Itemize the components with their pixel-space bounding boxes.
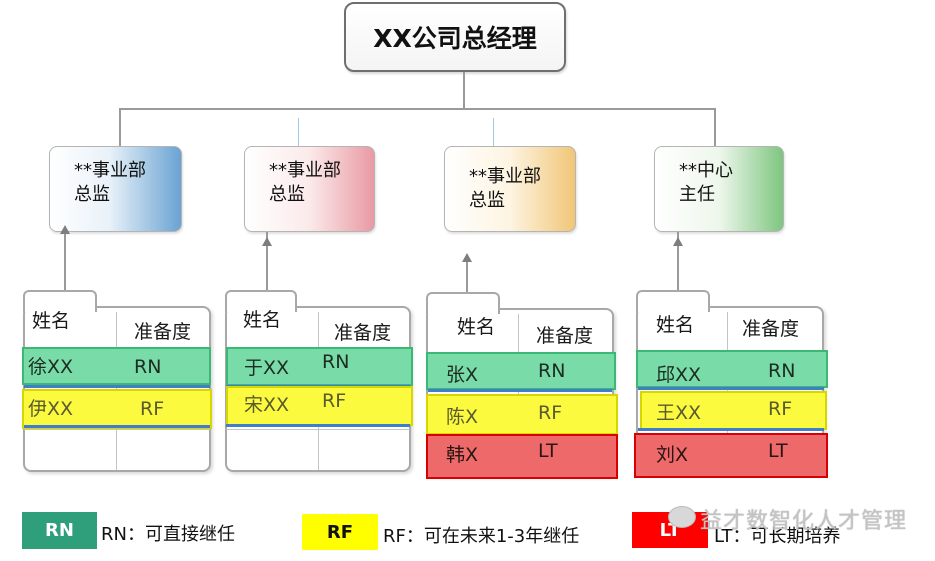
table-1-divider-1 <box>24 385 210 388</box>
director-box-1: **事业部 总监 <box>49 146 182 232</box>
director-3-line2: 总监 <box>469 190 505 211</box>
legend-rf-text: RF：可在未来1-3年继任 <box>383 526 580 547</box>
table-4-row-3-level: LT <box>768 440 788 462</box>
table-4-row-1-level: RN <box>768 360 796 382</box>
table-3-row-2-level: RF <box>538 402 563 424</box>
ceo-title: XX公司总经理 <box>373 24 537 53</box>
table-3-row-2-name: 陈X <box>446 406 479 428</box>
director-box-3: **事业部 总监 <box>444 146 576 232</box>
arrow-shaft-2 <box>266 232 268 290</box>
arrow-shaft-3 <box>466 260 468 292</box>
connector-trunk <box>463 72 465 110</box>
table-2-row-1-level: RN <box>322 351 350 373</box>
table-4-tab <box>636 290 710 312</box>
connector-drop-4 <box>714 108 716 146</box>
table-1-row-2-level: RF <box>140 398 165 420</box>
legend-rn-swatch: RN <box>22 512 97 549</box>
table-2-tab <box>225 290 297 312</box>
table-4-row-2-name: 王XX <box>656 402 702 424</box>
table-3-row-1-level: RN <box>538 360 566 382</box>
table-3-row-3-name: 韩X <box>446 444 479 466</box>
table-4-row-2-level: RF <box>768 398 793 420</box>
table-1-divider-2 <box>24 425 210 428</box>
arrow-head-4-icon <box>673 237 683 246</box>
connector-bar <box>119 108 716 110</box>
director-2-line2: 总监 <box>269 184 305 205</box>
legend-lt-text: LT：可长期培养 <box>714 526 841 547</box>
table-3-tab <box>426 292 500 314</box>
table-3-row-1-name: 张X <box>446 364 479 386</box>
legend-rf-key: RF <box>326 521 354 543</box>
director-box-2: **事业部 总监 <box>244 146 375 232</box>
table-1-row-2-name: 伊XX <box>28 398 74 420</box>
legend-rn-key: RN <box>45 520 74 541</box>
table-4-divider-1 <box>638 387 824 390</box>
wechat-icon <box>668 506 696 528</box>
table-4-divider-2 <box>638 428 824 431</box>
arrow-head-3-icon <box>462 253 472 262</box>
arrow-shaft-1 <box>64 232 66 290</box>
director-box-4: **中心 主任 <box>654 146 784 232</box>
table-3-header-name: 姓名 <box>457 316 496 338</box>
connector-drop-3 <box>493 118 494 146</box>
table-1-row-2 <box>22 389 212 429</box>
table-1-header-readiness: 准备度 <box>134 321 192 343</box>
table-1-row-1-name: 徐XX <box>28 356 74 378</box>
table-3-header-readiness: 准备度 <box>536 325 594 347</box>
table-2-row-2-level: RF <box>322 390 347 412</box>
table-1-row-1-level: RN <box>134 356 162 378</box>
connector-drop-1 <box>119 108 121 146</box>
arrow-head-1-icon <box>60 225 70 234</box>
director-4-line1: **中心 <box>679 160 733 181</box>
director-3-line1: **事业部 <box>469 166 541 187</box>
director-4-line2: 主任 <box>679 184 715 205</box>
legend-rf-swatch: RF <box>302 514 378 550</box>
table-4-row-3 <box>634 433 828 478</box>
connector-drop-2 <box>298 118 299 146</box>
table-3-row-1 <box>426 352 616 390</box>
table-2-row-2-name: 宋XX <box>244 394 290 416</box>
arrow-shaft-4 <box>677 232 679 290</box>
table-4-header-name: 姓名 <box>656 314 695 336</box>
table-2-divider-2 <box>226 424 410 427</box>
table-2-row-sep <box>226 429 410 430</box>
table-3-row-3 <box>426 434 618 479</box>
legend-rn-text: RN：可直接继任 <box>101 524 235 545</box>
table-1-tab <box>23 290 97 312</box>
table-4-row-3-name: 刘X <box>656 444 689 466</box>
director-2-line1: **事业部 <box>269 160 341 181</box>
table-2-row-1 <box>226 347 413 386</box>
table-2-header-name: 姓名 <box>243 309 282 331</box>
table-1-row-1 <box>22 347 211 385</box>
table-2-row-1-name: 于XX <box>244 357 290 379</box>
director-1-line2: 总监 <box>74 184 110 205</box>
table-3-row-3-level: LT <box>538 440 558 462</box>
arrow-head-2-icon <box>262 237 272 246</box>
table-4-row-1-name: 邱XX <box>656 364 702 386</box>
table-4-header-readiness: 准备度 <box>742 318 800 340</box>
watermark: 益才数智化人才管理 <box>700 509 908 534</box>
table-2-header-readiness: 准备度 <box>334 322 392 344</box>
ceo-box: XX公司总经理 <box>344 2 566 72</box>
table-1-row-sep <box>24 429 210 430</box>
director-1-line1: **事业部 <box>74 160 146 181</box>
table-1-header-name: 姓名 <box>32 310 71 332</box>
table-3-divider-1 <box>428 389 612 392</box>
